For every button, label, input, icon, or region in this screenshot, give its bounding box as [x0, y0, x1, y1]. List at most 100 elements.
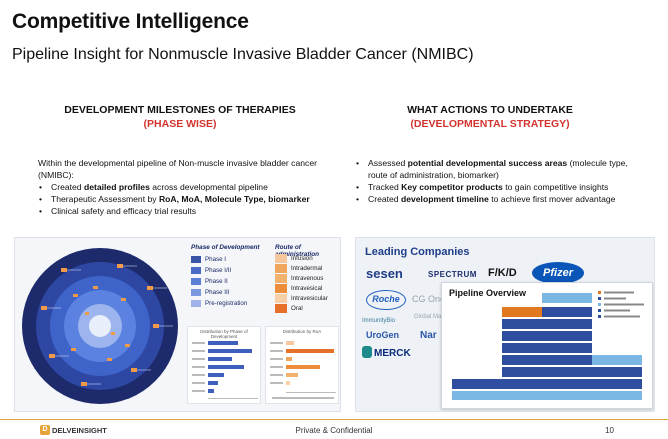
legend-label: Phase III — [205, 289, 230, 296]
bullet-text: to gain competitive insights — [502, 182, 609, 192]
pipeline-bars — [452, 293, 642, 400]
right-heading-main: WHAT ACTIONS TO UNDERTAKE — [407, 104, 573, 116]
pipeline-overview-card: Pipeline Overview — [441, 282, 653, 409]
legend-label: Intravesical — [291, 285, 323, 292]
pipeline-timeline-graphic — [452, 291, 644, 400]
legend-label: Phase II — [205, 278, 228, 285]
merck-mark-icon — [362, 346, 372, 358]
roa-bars-graphic — [270, 341, 336, 399]
bullet-text: (molecule type, route of administration,… — [368, 158, 628, 180]
bullet-text: Assessed — [368, 158, 408, 168]
page-number: 10 — [605, 426, 614, 435]
footer-rule — [0, 419, 668, 420]
footer-confidential: Private & Confidential — [295, 426, 373, 435]
phase-legend-item: Pre-registration — [187, 299, 277, 308]
bullet-text: Created — [51, 182, 84, 192]
list-item: Created detailed profiles across develop… — [38, 181, 338, 193]
footer-logo-text: DELVEINSIGHT — [52, 426, 107, 435]
legend-swatch — [191, 289, 201, 296]
company-logo: Nar — [420, 330, 437, 341]
target-center — [89, 315, 111, 337]
phase-legend-item: Phase I — [187, 255, 257, 264]
bullet-text: Clinical safety and efficacy trial resul… — [51, 206, 197, 216]
left-column-heading: DEVELOPMENT MILESTONES OF THERAPIES (PHA… — [30, 103, 330, 131]
list-item: Tracked Key competitor products to gain … — [355, 181, 647, 193]
bullet-text: Therapeutic Assessment by — [51, 194, 159, 204]
company-logo: Pfizer — [532, 262, 584, 284]
bullet-bold: detailed profiles — [83, 182, 150, 192]
bullet-text: to achieve first mover advantage — [488, 194, 616, 204]
list-item: Created development timeline to achieve … — [355, 193, 647, 205]
legend-swatch — [275, 304, 287, 313]
leading-companies-image: Leading Companies sesen SPECTRUM F/K/D P… — [355, 237, 655, 412]
bullet-bold: potential developmental success areas — [407, 158, 568, 168]
leading-companies-title: Leading Companies — [365, 246, 470, 258]
left-bullet-list: Created detailed profiles across develop… — [38, 181, 338, 217]
right-bullet-list: Assessed potential developmental success… — [355, 157, 647, 205]
route-legend-item: Infusion — [275, 254, 335, 263]
company-logo: F/K/D — [488, 267, 517, 279]
route-legend-item: Intravesical — [275, 284, 335, 293]
phase-legend-title: Phase of Development — [191, 244, 260, 251]
route-legend-title: Route of administration — [275, 244, 320, 258]
page-subtitle: Pipeline Insight for Nonmuscle Invasive … — [12, 46, 474, 63]
legend-swatch — [275, 274, 287, 283]
bullet-bold: development timeline — [400, 194, 489, 204]
company-logo: CG Onc — [412, 294, 445, 304]
bullet-text: Tracked — [368, 182, 402, 192]
right-heading-sub: (DEVELOPMENTAL STRATEGY) — [410, 118, 570, 130]
right-column-text: Assessed potential developmental success… — [355, 157, 647, 205]
route-legend-item: Intravenous — [275, 274, 335, 283]
phase-route-legend: Phase of Development Route of administra… — [187, 244, 337, 324]
legend-swatch — [191, 267, 201, 274]
phase-bars-graphic — [192, 341, 258, 399]
company-logo: MERCK — [374, 348, 411, 359]
bullet-text: Created — [368, 194, 401, 204]
phase-distribution-chart: Distribution by Phase of Development — [187, 326, 261, 404]
legend-swatch — [191, 278, 201, 285]
legend-label: Pre-registration — [205, 300, 248, 307]
right-column-heading: WHAT ACTIONS TO UNDERTAKE (DEVELOPMENTAL… — [340, 103, 640, 131]
left-heading-sub: (PHASE WISE) — [143, 118, 217, 130]
list-item: Therapeutic Assessment by RoA, MoA, Mole… — [38, 193, 338, 205]
company-logo: UroGen — [366, 330, 400, 340]
phase-legend-item: Phase I/II — [187, 266, 257, 275]
legend-swatch — [275, 284, 287, 293]
route-legend-item: Intradermal — [275, 264, 335, 273]
list-item: Clinical safety and efficacy trial resul… — [38, 205, 338, 217]
legend-label: Intradermal — [291, 265, 323, 272]
phase-legend-item: Phase II — [187, 277, 257, 286]
legend-label: Infusion — [291, 255, 313, 262]
legend-swatch — [191, 300, 201, 307]
route-legend-item: Intravesicular — [275, 294, 335, 303]
company-logo: SPECTRUM — [428, 270, 477, 279]
mini-chart-title: Distribution by RoA — [282, 329, 322, 334]
page-title: Competitive Intelligence — [12, 10, 249, 33]
legend-label: Intravenous — [291, 275, 324, 282]
legend-swatch — [275, 264, 287, 273]
pipeline-legend — [598, 291, 644, 318]
pipeline-overview-title: Pipeline Overview — [449, 288, 527, 298]
phase-development-image: Phase of Development Route of administra… — [14, 237, 341, 412]
delveinsight-logo-icon: D — [40, 425, 50, 435]
left-intro: Within the developmental pipeline of Non… — [38, 158, 317, 180]
legend-label: Oral — [291, 305, 303, 312]
left-column-text: Within the developmental pipeline of Non… — [38, 157, 338, 217]
phase-legend-item: Phase III — [187, 288, 257, 297]
legend-label: Phase I/II — [205, 267, 232, 274]
legend-label: Intravesicular — [291, 295, 328, 302]
legend-swatch — [191, 256, 201, 263]
company-logo: Roche — [366, 290, 406, 310]
legend-swatch — [275, 254, 287, 263]
company-logo: sesen — [366, 266, 403, 281]
company-logo: Global Ma — [414, 314, 442, 320]
list-item: Assessed potential developmental success… — [355, 157, 647, 181]
bullet-text: across developmental pipeline — [149, 182, 268, 192]
legend-label: Phase I — [205, 256, 226, 263]
mini-chart-title: Distribution by Phase of Development — [200, 329, 248, 339]
legend-swatch — [275, 294, 287, 303]
drug-markers — [41, 264, 159, 386]
company-logo: ImmunityBio — [362, 318, 396, 324]
route-legend-item: Oral — [275, 304, 335, 313]
left-heading-main: DEVELOPMENT MILESTONES OF THERAPIES — [64, 104, 296, 116]
